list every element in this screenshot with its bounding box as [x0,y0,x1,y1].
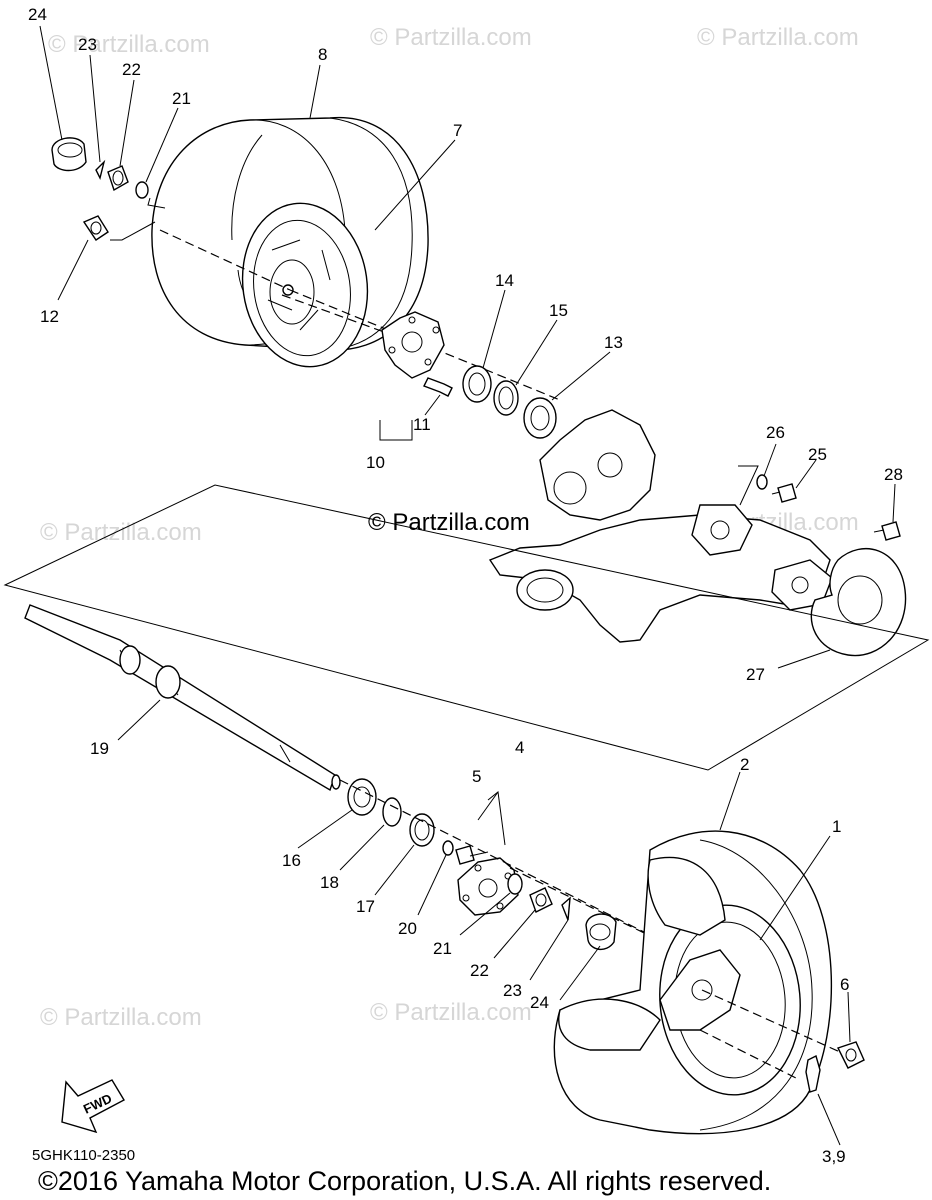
callout-20: 20 [398,919,417,938]
callout-4: 4 [515,738,524,757]
diagram-code: 5GHK110-2350 [32,1147,135,1164]
swingarm-gear-case [488,409,833,643]
axis-line [699,1029,801,1081]
callout-10: 10 [366,453,385,472]
brake-disc-27 [810,547,907,657]
oil-seal-17 [409,813,435,847]
nut-cap-24-bottom [585,913,617,950]
callout-8: 8 [318,45,327,64]
o-ring-20 [442,840,454,856]
callout-2: 2 [740,755,749,774]
nut-cap-24-top [51,137,87,172]
leader-lines [39,25,896,1146]
leader [738,465,759,506]
callout-1: 1 [832,817,841,836]
callout-18: 18 [320,873,339,892]
upper-wheel [151,116,429,368]
callout-21-top: 21 [172,89,191,108]
callout-27: 27 [746,665,765,684]
washer-26 [756,474,768,490]
axis-line [159,229,291,291]
fwd-arrow-icon: FWD [61,1079,125,1134]
watermark: © Partzilla.com [40,519,202,546]
bracket-10 [379,420,413,441]
callout-22-top: 22 [122,60,141,79]
nut-12 [82,215,109,241]
bracket-4 [487,791,506,846]
watermark: © Partzilla.com [370,999,532,1026]
copyright-text: ©2016 Yamaha Motor Corporation, U.S.A. A… [38,1166,771,1196]
bolt-28 [873,521,901,541]
nut-6 [837,1041,865,1069]
watermark: © Partzilla.com [40,1004,202,1031]
callout-16: 16 [282,851,301,870]
cotter-pin-23-bottom [561,896,571,921]
washer-21-bottom [507,873,523,895]
callout-17: 17 [356,897,375,916]
bearing-16 [347,778,377,816]
axis-line [281,294,421,346]
callout-19: 19 [90,739,109,758]
callout-23-bottom: 23 [503,981,522,1000]
watermark: © Partzilla.com [370,24,532,51]
circlip-18 [382,797,402,827]
watermark: © Partzilla.com [48,31,210,58]
castle-nut-22-top [107,165,129,192]
axle-19 [24,604,341,792]
leader [147,197,166,209]
callout-21-bottom: 21 [433,939,452,958]
callout-22-bottom: 22 [470,961,489,980]
oil-seal-15 [493,380,519,416]
callouts: 24 23 22 21 8 7 12 14 15 13 11 10 26 25 … [28,5,903,1166]
watermark: © Partzilla.com [697,24,859,51]
callout-6: 6 [840,975,849,994]
center-watermark: © Partzilla.com [368,509,530,536]
assembly-box [3,484,930,771]
callout-12: 12 [40,307,59,326]
callout-25: 25 [808,445,827,464]
callout-14: 14 [495,271,514,290]
callout-13: 13 [604,333,623,352]
bearing-13 [523,397,557,439]
callout-7: 7 [453,121,462,140]
bearing-14 [462,365,492,403]
hub-10 [381,311,445,379]
bracket-4 [477,791,499,821]
hub-4 [457,857,519,916]
castle-nut-22-bottom [529,887,553,913]
callout-11: 11 [413,415,431,434]
callout-26: 26 [766,423,785,442]
axis-line [701,989,841,1053]
callout-24-top: 24 [28,5,47,24]
lower-wheel [553,830,833,1135]
callout-15: 15 [549,301,568,320]
washer-21-top [135,181,149,199]
axis-line [339,779,671,946]
callout-28: 28 [884,465,903,484]
valve-3-9 [805,1054,821,1093]
bolt-25 [771,483,797,503]
callout-5: 5 [472,767,481,786]
cotter-pin-23-top [95,159,106,181]
callout-23-top: 23 [78,35,97,54]
bolt-11 [423,377,453,397]
callout-3-9: 3,9 [822,1147,846,1166]
leader [110,221,156,241]
callout-24-bottom: 24 [530,993,549,1012]
